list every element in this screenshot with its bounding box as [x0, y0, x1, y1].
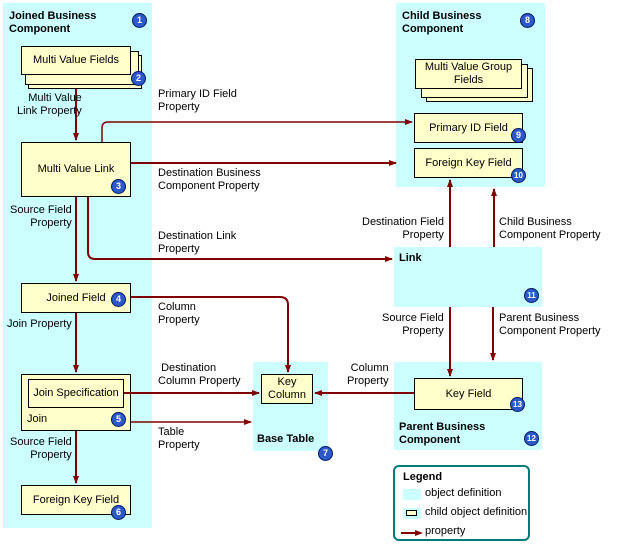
link — [394, 247, 542, 307]
join-specification: Join Specification — [28, 379, 124, 408]
arrow-column-property-left — [131, 296, 291, 373]
legend-swatch-object-definition — [403, 489, 421, 500]
join-label: Join — [27, 413, 48, 425]
legend-swatch-child-object-definition — [403, 508, 421, 519]
badge-4: 4 — [111, 292, 126, 307]
legend: Legend object definition child object de… — [393, 465, 530, 541]
badge-7: 7 — [318, 446, 333, 461]
key-field: Key Field — [414, 378, 523, 410]
badge-5: 5 — [111, 412, 126, 427]
badge-10: 10 — [511, 168, 526, 183]
badge-9: 9 — [511, 128, 526, 143]
arrow-dest-link-property — [87, 197, 393, 262]
badge-12: 12 — [524, 431, 539, 446]
legend-property-arrow-icon — [401, 530, 423, 536]
primary-id-field: Primary ID Field — [414, 113, 523, 143]
multi-value-fields: Multi Value Fields — [21, 46, 131, 75]
badge-6: 6 — [111, 505, 126, 520]
badge-11: 11 — [524, 288, 539, 303]
legend-label-child-object-definition: child object definition — [425, 506, 528, 518]
foreign-key-field-right: Foreign Key Field — [414, 148, 523, 178]
base-table-title: Base Table — [257, 433, 315, 445]
link-title: Link — [399, 252, 422, 264]
arrow-primary-id-field-property — [101, 119, 413, 142]
legend-title: Legend — [403, 471, 443, 483]
badge-13: 13 — [510, 397, 525, 412]
joined-business-component — [3, 3, 152, 528]
label-join-property: Join Property — [7, 318, 72, 330]
badge-3: 3 — [111, 179, 126, 194]
badge-2: 2 — [131, 71, 146, 86]
badge-8: 8 — [520, 13, 535, 28]
legend-label-object-definition: object definition — [425, 487, 502, 499]
badge-1: 1 — [132, 13, 147, 28]
legend-label-property: property — [425, 525, 466, 537]
